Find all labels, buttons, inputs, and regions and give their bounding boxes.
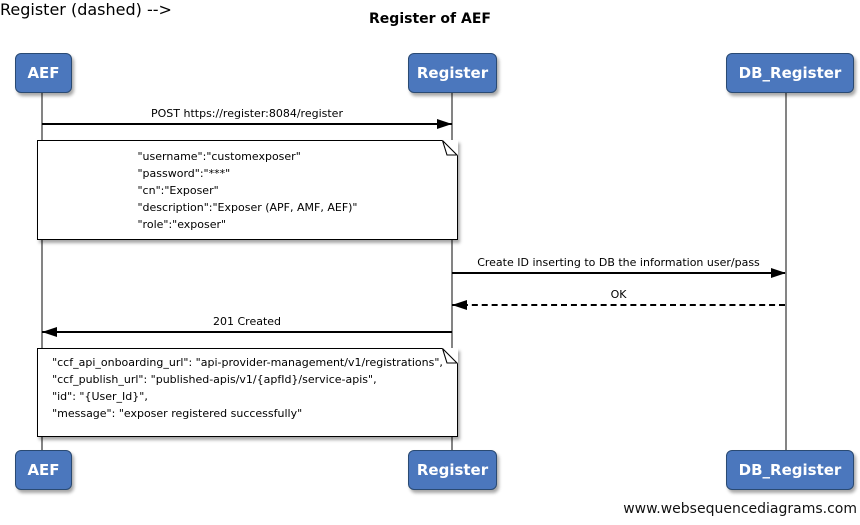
message-line-201-created (42, 331, 452, 333)
actor-box-db-register-top: DB_Register (726, 53, 854, 93)
note-registration-response-body: "ccf_api_onboarding_url": "api-provider-… (37, 348, 458, 437)
actor-box-db-register-bottom: DB_Register (726, 450, 854, 490)
lifeline-db-register (785, 93, 787, 450)
lifeline-aef (41, 93, 43, 450)
message-label-201-created: 201 Created (212, 315, 282, 328)
watermark-text: www.websequencediagrams.com (623, 501, 857, 517)
note-line: "id": "{User_Id}", (52, 390, 148, 403)
note-line: "ccf_api_onboarding_url": "api-provider-… (52, 356, 443, 369)
actor-box-aef-top: AEF (15, 53, 72, 93)
note-line: "username":"customexposer" (137, 150, 301, 163)
message-label-post-register: POST https://register:8084/register (151, 107, 343, 120)
arrowhead-right-icon (771, 268, 786, 278)
actor-box-aef-bottom: AEF (15, 450, 72, 490)
arrowhead-left-icon (42, 327, 57, 337)
note-fold-icon (442, 140, 458, 156)
note-body: "username":"customexposer" "password":"*… (138, 148, 358, 233)
message-label-create-id: Create ID inserting to DB the informatio… (477, 256, 760, 269)
message-line-ok (452, 304, 785, 306)
arrowhead-left-icon (452, 300, 467, 310)
message-label-ok: OK (610, 288, 627, 301)
note-fold-icon (442, 348, 458, 364)
message-line-post-register (42, 123, 452, 125)
note-line: "description":"Exposer (APF, AMF, AEF)" (137, 201, 358, 214)
note-line: "password":"***" (137, 167, 231, 180)
note-body: "ccf_api_onboarding_url": "api-provider-… (52, 354, 443, 422)
diagram-title: Register of AEF (369, 11, 491, 27)
note-line: "message": "exposer registered successfu… (52, 407, 303, 420)
actor-box-register-top: Register (408, 53, 497, 93)
lifeline-register (451, 93, 453, 450)
note-line: "cn":"Exposer" (137, 184, 219, 197)
note-line: "role":"exposer" (137, 218, 227, 231)
note-registration-request-body: "username":"customexposer" "password":"*… (37, 140, 458, 240)
note-line: "ccf_publish_url": "published-apis/v1/{a… (52, 373, 377, 386)
message-line-create-id (452, 272, 785, 274)
actor-box-register-bottom: Register (408, 450, 497, 490)
arrowhead-right-icon (437, 119, 452, 129)
